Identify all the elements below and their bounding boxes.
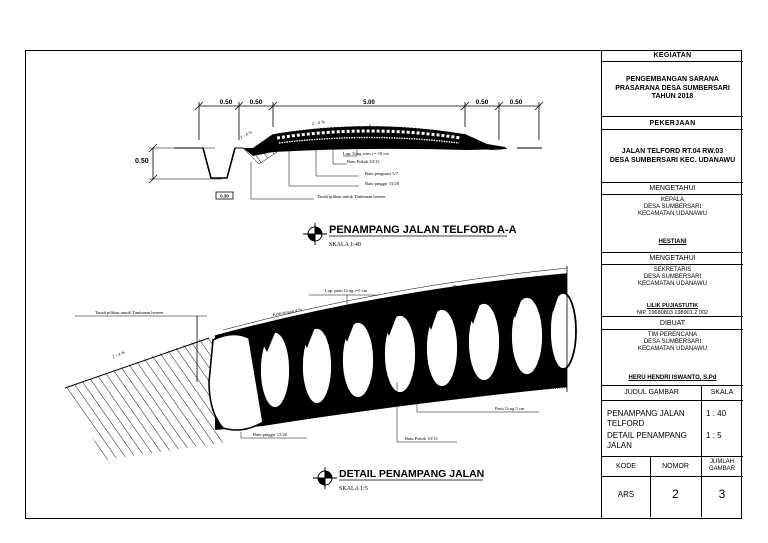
- mengetahui1-line-2: DESA SUMBERSARI: [643, 204, 702, 210]
- dim-text-3: 5.00: [363, 100, 375, 106]
- dim-text-1: 0.50: [220, 99, 233, 106]
- skala-2: 1 : 5: [706, 431, 722, 440]
- mengetahui2-signatory: LILIK PUJIASTUTIK: [646, 303, 699, 309]
- divider-kode-nomor: [650, 457, 651, 517]
- kode-header: KODE: [616, 463, 636, 470]
- pekerjaan-header: PEKERJAAN: [602, 117, 743, 130]
- divider-nomor-jumlah: [701, 457, 702, 517]
- kode-value: ARS: [617, 490, 635, 499]
- judul-header-row: JUDUL GAMBAR SKALA: [602, 386, 743, 401]
- jumlah-header-line-1: JUMLAH: [709, 459, 734, 465]
- kode-values-row: ARS 2 3: [602, 477, 743, 517]
- drawing-area: 0.50 0.50 5.00 0.50 0.50 0.50 0.30 2 - 4…: [64, 99, 577, 492]
- mengetahui-content-2: SEKRETARIS DESA SUMBERSARI KECAMATAN UDA…: [602, 265, 743, 317]
- jumlah-header: JUMLAH GAMBAR: [701, 459, 743, 473]
- label-batu-pengunci: Batu pengunci 5/7: [365, 171, 399, 176]
- detail-pasir-urug-label: Pasir Urug 5 cm: [495, 406, 525, 411]
- dibuat-signatory: HERU HENDRI ISWANTO, S.Pd: [628, 375, 717, 381]
- skala-header: SKALA: [710, 389, 734, 396]
- drawing-sheet-border: [25, 50, 742, 519]
- jumlah-header-line-2: GAMBAR: [708, 466, 735, 472]
- section-aa: 0.50 0.50 5.00 0.50 0.50 0.50 0.30 2 - 4…: [135, 99, 544, 248]
- jumlah-value: 3: [718, 487, 726, 501]
- detail-pengunci-label: Batu pengunci 5/7: [453, 285, 497, 291]
- dibuat-line-1: TIM PERENCANA: [647, 332, 698, 338]
- judul-rows: PENAMPANG JALAN TELFORD 1 : 40 DETAIL PE…: [602, 401, 743, 457]
- dibuat-header: DIBUAT: [602, 317, 743, 330]
- detail-lap-pasir-label: Lap. pasir Urug t=5 cm: [325, 288, 368, 293]
- mengetahui2-line-2: DESA SUMBERSARI: [643, 274, 702, 280]
- detail-title: DETAIL PENAMPANG JALAN: [339, 468, 484, 480]
- mengetahui-header-2: MENGETAHUI: [602, 253, 743, 265]
- mengetahui2-line-3: KECAMATAN UDANAWU: [638, 281, 707, 287]
- dibuat-line-3: KECAMATAN UDANAWU: [638, 346, 707, 352]
- kode-header-row: KODE NOMOR JUMLAH GAMBAR: [602, 457, 743, 477]
- label-batu-pinggir: Batu pinggir 15/20: [365, 181, 400, 186]
- ditch-height-dim: 0.50: [135, 158, 149, 165]
- label-tanah-pilihan: Tanah pilihan untuk Timbunan bereen: [317, 194, 386, 199]
- label-lap-pasir: Lap. pasir t=5 cm: [343, 143, 375, 148]
- slope-left-text: 2 - 4 %: [239, 129, 253, 140]
- pekerjaan-content: JALAN TELFORD RT.04 RW.03 DESA SUMBERSAR…: [602, 130, 743, 183]
- section-symbol-1: [303, 223, 327, 245]
- ditch-base-dim: 0.30: [220, 194, 229, 199]
- mengetahui1-line-3: KECAMATAN UDANAWU: [638, 211, 707, 217]
- kegiatan-line-1: PENGEMBANGAN SARANA: [626, 76, 719, 83]
- detail-section: Tanah pilihan untuk Timbunan bereen 2 - …: [64, 266, 577, 492]
- dim-text-4: 0.50: [476, 99, 489, 106]
- nomor-header: NOMOR: [662, 463, 689, 470]
- slope-right-text: 2 - 4 %: [311, 119, 325, 126]
- detail-slope-left: 2 - 4 %: [112, 350, 126, 359]
- detail-scale: SKALA 1:5: [339, 486, 368, 492]
- judul-1: PENAMPANG JALAN TELFORD: [602, 409, 685, 429]
- detail-kemiringan-label: Kemiringan 4 %: [272, 307, 302, 317]
- mengetahui1-line-1: KEPALA: [661, 197, 684, 203]
- section-scale: SKALA 1:40: [329, 242, 361, 248]
- nomor-value: 2: [672, 487, 679, 501]
- detail-tanah-label: Tanah pilihan untuk Timbunan bereen: [95, 310, 164, 315]
- judul-2-line-1: DETAIL PENAMPANG: [607, 431, 687, 440]
- dibuat-line-2: DESA SUMBERSARI: [643, 339, 702, 345]
- label-batu-pokok: Batu Pokok 10/15: [347, 159, 380, 164]
- judul-2: DETAIL PENAMPANG JALAN: [602, 431, 687, 451]
- section-title: PENAMPANG JALAN TELFORD A-A: [329, 224, 517, 236]
- mengetahui2-nip: NIP. 19680803 198901 2 002: [636, 310, 709, 316]
- dim-text-2: 0.50: [250, 99, 263, 106]
- dim-text-5: 0.50: [510, 99, 523, 106]
- kegiatan-line-2: PRASARANA DESA SUMBERSARI: [615, 84, 730, 92]
- dibuat-content: TIM PERENCANA DESA SUMBERSARI KECAMATAN …: [602, 330, 743, 386]
- label-lap-urug: Lap. Urug sirtu t = 10 cm: [343, 151, 389, 156]
- mengetahui2-line-1: SEKRETARIS: [653, 267, 692, 273]
- detail-pokok-label: Batu Pokok 10/15: [405, 436, 438, 441]
- mengetahui-header-1: MENGETAHUI: [602, 183, 743, 195]
- kegiatan-content: PENGEMBANGAN SARANA PRASARANA DESA SUMBE…: [602, 62, 743, 117]
- mengetahui1-signatory: HESTIANI: [658, 239, 687, 245]
- judul-1-line-1: PENAMPANG JALAN: [607, 409, 685, 418]
- skala-1: 1 : 40: [706, 409, 727, 418]
- judul-header: JUDUL GAMBAR: [624, 389, 679, 396]
- title-block: KEGIATAN PENGEMBANGAN SARANA PRASARANA D…: [601, 50, 743, 519]
- judul-1-line-2: TELFORD: [607, 419, 645, 428]
- pekerjaan-line-1: JALAN TELFORD RT.04 RW.03: [621, 148, 724, 155]
- section-symbol-2: [313, 467, 337, 489]
- kegiatan-line-3: TAHUN 2018: [651, 93, 694, 100]
- judul-2-line-2: JALAN: [607, 441, 632, 450]
- mengetahui-content-1: KEPALA DESA SUMBERSARI KECAMATAN UDANAWU…: [602, 195, 743, 253]
- detail-pinggir-label: Batu pinggir 15/20: [253, 432, 288, 437]
- divider-judul-skala: [701, 386, 702, 457]
- pekerjaan-line-2: DESA SUMBERSARI KEC. UDANAWU: [609, 156, 736, 164]
- kegiatan-header: KEGIATAN: [602, 50, 743, 62]
